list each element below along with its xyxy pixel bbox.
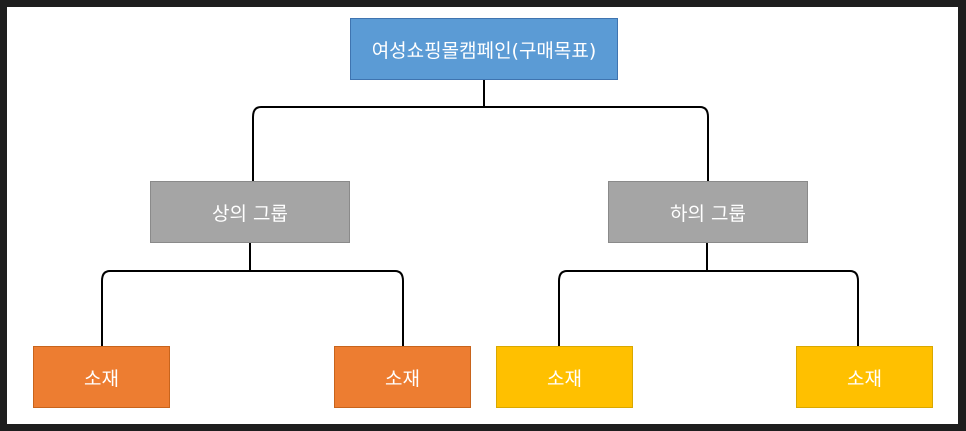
leaf-node-1-label: 소재 [84,367,119,390]
leaf-node-1: 소재 [33,346,170,408]
connector-bottom-group-to-leaf-3 [558,270,707,346]
diagram-canvas: 여성쇼핑몰캠페인(구매목표) 상의 그룹 하의 그룹 소재 소재 소재 소재 [7,7,958,424]
group-node-bottoms-label: 하의 그룹 [670,202,746,225]
group-node-bottoms: 하의 그룹 [608,181,808,243]
connector-top-group-to-leaf-1 [101,270,250,346]
leaf-node-3: 소재 [496,346,633,408]
connector-root-to-top-group [252,106,484,181]
connector-top-group-to-leaf-2 [250,270,404,346]
leaf-node-4-label: 소재 [847,367,882,390]
connector-bottom-group-to-leaf-4 [707,270,859,346]
group-node-tops-label: 상의 그룹 [212,202,288,225]
root-node-label: 여성쇼핑몰캠페인(구매목표) [371,39,597,62]
leaf-node-2-label: 소재 [385,367,420,390]
leaf-node-4: 소재 [796,346,933,408]
group-node-tops: 상의 그룹 [150,181,350,243]
connector-root-to-bottom-group [484,106,709,181]
root-node: 여성쇼핑몰캠페인(구매목표) [350,18,618,80]
connector-lines [101,80,859,346]
leaf-node-3-label: 소재 [547,367,582,390]
leaf-node-2: 소재 [334,346,471,408]
